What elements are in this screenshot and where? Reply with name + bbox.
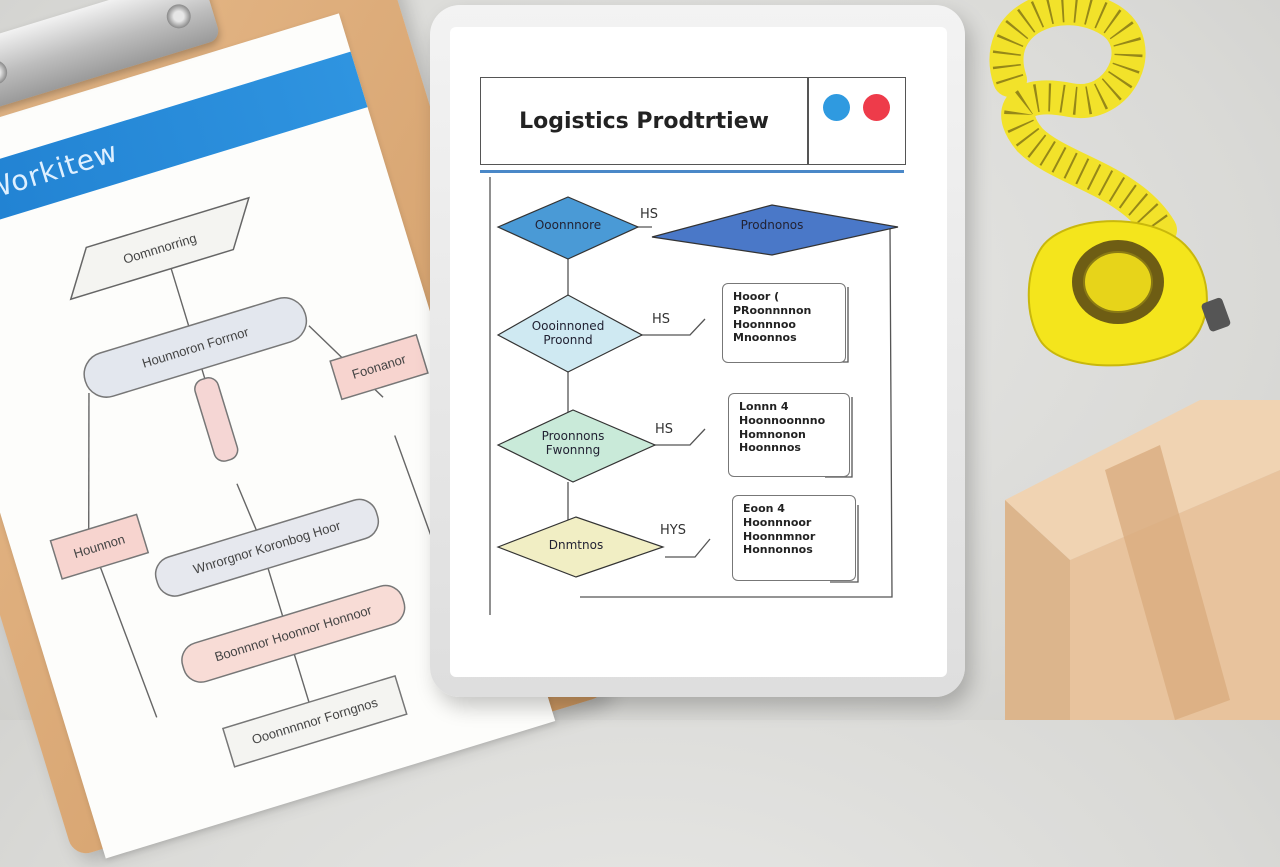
tape-measure: [989, 0, 1231, 367]
blue-dot-icon: [823, 94, 850, 121]
workflow-sheet: Workitew: [0, 13, 556, 859]
flow-note: Lonnn 4 Hoonnoonnno Homnonon Hoonnnos: [728, 393, 850, 477]
header-rule: [480, 170, 904, 173]
rounded-node-2: [154, 498, 380, 597]
pink-box-node: [329, 333, 429, 401]
clipboard: Workitew: [0, 0, 610, 859]
flow-note: Hooor ( PRoonnnnon Hoonnnoo Mnoonnos: [722, 283, 846, 363]
parallelogram-node: [69, 196, 250, 301]
box-tape: [1105, 445, 1230, 720]
diamond-4: [496, 409, 657, 483]
diamond-label: Prodnonos: [740, 218, 804, 232]
status-dots-box: [808, 77, 906, 165]
diamond-label: Dnmtnos: [548, 538, 604, 552]
tape-ribbon-marks: [992, 0, 1172, 238]
diamond-label: Proonnons Fwonnng: [541, 429, 605, 457]
document-title: Logistics Prodtrtiew: [519, 108, 769, 134]
tablet-device: Logistics Prodtrtiew: [430, 5, 965, 697]
red-dot-icon: [863, 94, 890, 121]
diamond-1: [496, 196, 640, 260]
pink-box-node-left: [49, 513, 150, 580]
flow-tag: HS: [655, 422, 674, 437]
box-front: [1005, 500, 1070, 720]
workflow-diagram: [49, 196, 464, 768]
rounded-node-3: [181, 584, 406, 683]
flow-tag: HS: [652, 312, 671, 327]
logistics-document: Logistics Prodtrtiew: [480, 77, 922, 637]
flow-tag: HS: [640, 207, 659, 222]
flow-note: Eoon 4 Hoonnnoor Hoonnmnor Honnonnos: [732, 495, 856, 581]
diamond-5: [496, 516, 665, 578]
diamond-2: [651, 204, 899, 256]
cardboard-box: [1005, 400, 1280, 720]
diamond-label: Oooinnoned Proonnd: [531, 319, 605, 347]
rounded-node: [83, 297, 308, 398]
pill-node: [194, 377, 239, 462]
document-title-box: Logistics Prodtrtiew: [480, 77, 808, 165]
flow-tag: HYS: [660, 523, 686, 538]
tape-end-hook: [1201, 297, 1231, 332]
diamond-label: Ooonnnore: [534, 218, 602, 232]
logistics-flowchart: [489, 177, 899, 615]
tablet-screen: Logistics Prodtrtiew: [450, 27, 947, 677]
diamond-3: [496, 294, 644, 373]
